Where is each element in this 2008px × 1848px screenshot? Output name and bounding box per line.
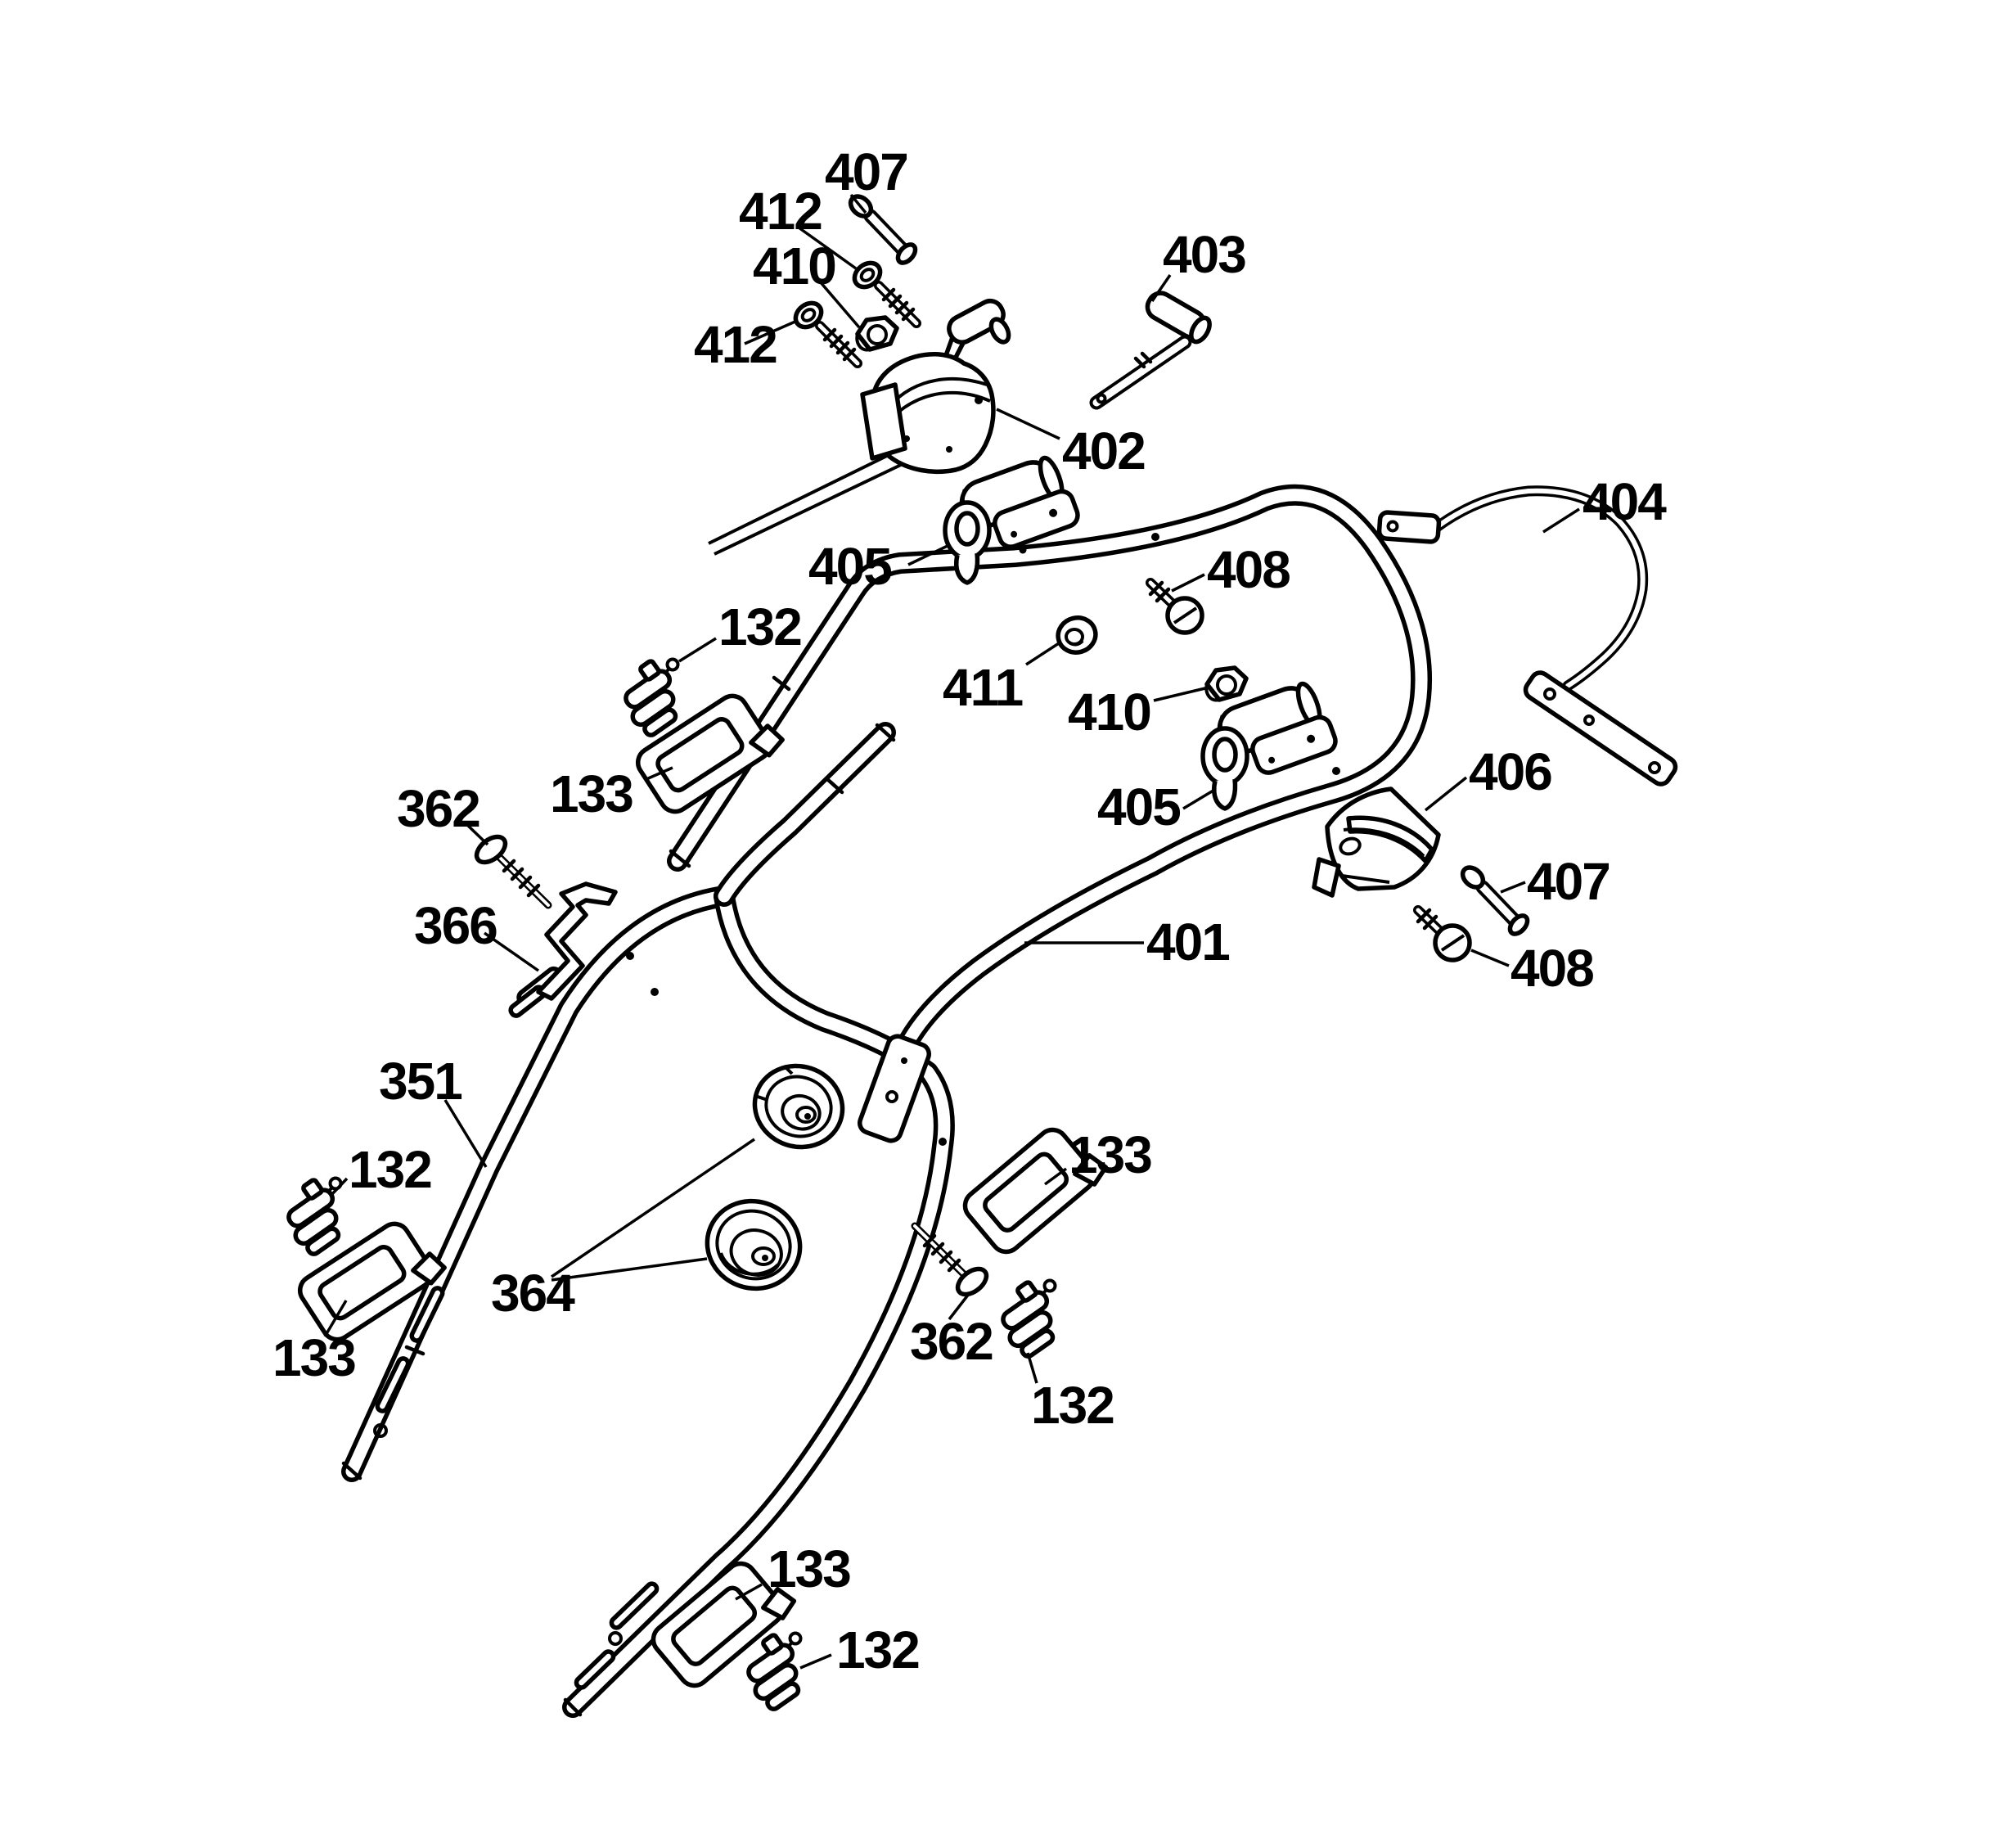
upper-handle-tube (667, 484, 1433, 1143)
handle-hole (608, 1631, 623, 1646)
leader-lines (323, 193, 1580, 1670)
screw-right (915, 1226, 991, 1300)
part-label-362-right: 362 (910, 1312, 993, 1371)
wire-anchor-bar (1523, 670, 1678, 787)
mount-hole (626, 952, 634, 960)
hex-nut-upper (857, 318, 897, 350)
handle-slot (375, 1356, 411, 1413)
part-label-351: 351 (379, 1052, 461, 1111)
tube-end-cap-mark (875, 723, 896, 742)
washer-screw-lower (791, 298, 858, 363)
washer-screw-upper (850, 258, 916, 323)
pin-knob-end (1189, 315, 1212, 345)
anchor-hole (1648, 761, 1661, 774)
anchor-hole (1583, 714, 1595, 726)
part-label-362-left: 362 (397, 779, 479, 838)
part-label-408-right: 408 (1511, 939, 1593, 998)
part-label-412-upper: 412 (739, 182, 822, 241)
knob-end (988, 317, 1011, 345)
handle-hole (885, 1090, 898, 1103)
handle-hole (373, 1423, 388, 1438)
wire-bail (1376, 485, 1678, 787)
throttle-control (860, 298, 1011, 475)
handle-end-plate (857, 1034, 932, 1143)
tube-end-cap-mark (563, 1697, 583, 1717)
handle-slot (574, 1649, 616, 1690)
handle-hole (901, 1057, 907, 1064)
throttle-cable-line (714, 463, 902, 556)
part-label-133-right: 133 (1069, 1125, 1151, 1184)
cable-clip-left (274, 1176, 354, 1258)
handle-knob-upper (745, 1055, 853, 1159)
housing-hole (975, 396, 983, 404)
part-label-132-right: 132 (1031, 1376, 1114, 1435)
part-label-133-left: 133 (272, 1328, 355, 1387)
part-label-132-bottom: 132 (836, 1620, 919, 1679)
anchor-hole (1543, 687, 1556, 701)
cable-clip-right (988, 1278, 1069, 1360)
lower-handle-tube (341, 722, 955, 1718)
mount-hole (1151, 533, 1159, 541)
slotted-screw-right (1418, 910, 1470, 960)
part-label-133-upper: 133 (550, 764, 633, 823)
part-label-366: 366 (414, 896, 497, 955)
part-label-406: 406 (1469, 742, 1551, 801)
bolt-right (1459, 863, 1531, 937)
part-label-407-top: 407 (825, 142, 907, 201)
wire-end-tab (1376, 510, 1442, 544)
handle-slot (609, 1581, 660, 1630)
mount-hole (939, 1138, 947, 1146)
bracket-foot (1312, 857, 1341, 898)
latch-lever (508, 881, 618, 1018)
handle-slot (409, 1286, 445, 1343)
throttle-cable-line (708, 452, 893, 545)
throttle-lever-knob (947, 298, 1006, 345)
bracket-hole (1339, 836, 1362, 856)
small-nut (1054, 614, 1099, 656)
screw-left (472, 832, 548, 905)
part-label-132-left: 132 (349, 1140, 431, 1199)
part-label-132-upper: 132 (718, 597, 801, 656)
part-label-364: 364 (491, 1264, 575, 1323)
housing-hole (946, 446, 952, 453)
part-label-412-lower: 412 (694, 315, 777, 374)
handle-pin (1089, 291, 1212, 410)
part-label-404: 404 (1583, 472, 1667, 531)
part-label-405-right: 405 (1097, 778, 1180, 836)
tube-end-cap-mark (341, 1461, 362, 1481)
mount-hole (1332, 767, 1340, 775)
housing-bracket (860, 382, 907, 461)
pin-hole (1096, 393, 1107, 404)
handle-bracket (1312, 787, 1441, 898)
housing-hole (903, 435, 910, 442)
hex-nut-right (1206, 668, 1246, 701)
part-label-405-left: 405 (808, 537, 891, 596)
tube-section-break (825, 777, 844, 795)
mount-hole (651, 988, 659, 996)
part-label-410-right: 410 (1068, 683, 1150, 741)
tube-section-break (772, 675, 791, 692)
part-label-411: 411 (943, 658, 1023, 717)
part-label-133-bottom: 133 (768, 1539, 850, 1598)
part-label-407-right: 407 (1527, 852, 1610, 911)
part-label-402: 402 (1062, 421, 1145, 480)
part-label-408-upper: 408 (1207, 540, 1290, 599)
mount-hole (1019, 546, 1027, 554)
handle-knob-lower (696, 1189, 811, 1300)
tube-section-break (404, 1345, 425, 1356)
part-label-410-upper: 410 (753, 237, 835, 295)
tab-hole (1386, 520, 1399, 533)
part-label-401: 401 (1146, 913, 1229, 971)
tube-end-cap-mark (669, 849, 691, 868)
part-label-403: 403 (1163, 225, 1245, 284)
